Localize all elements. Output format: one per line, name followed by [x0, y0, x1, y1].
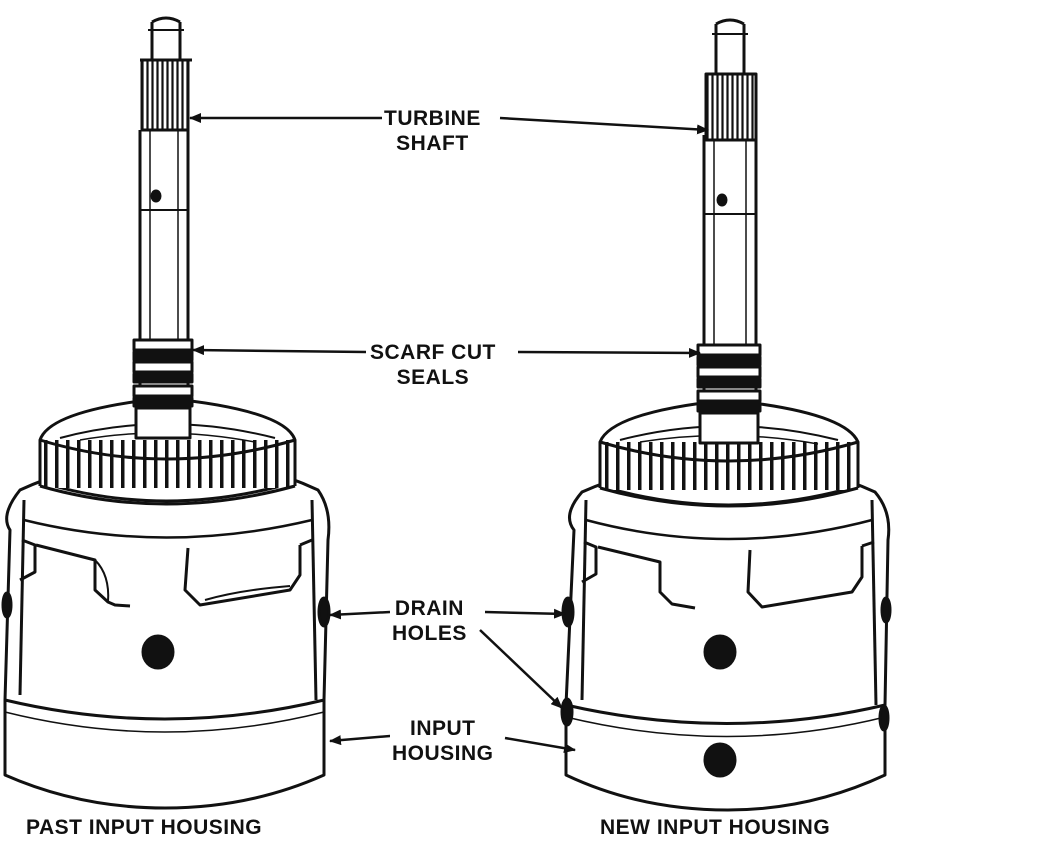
drain-holes-label-line2: HOLES	[392, 622, 467, 645]
input-housing-label-line1: INPUT	[410, 717, 476, 740]
new-housing-caption: NEW INPUT HOUSING	[600, 816, 831, 839]
input-housing-label: INPUT HOUSING	[390, 716, 496, 766]
new-input-housing-drawing	[560, 18, 892, 812]
past-housing-caption: PAST INPUT HOUSING	[26, 816, 263, 839]
input-housing-label-line2: HOUSING	[392, 742, 494, 765]
leader-lines	[189, 113, 709, 754]
past-input-housing-drawing	[1, 16, 331, 810]
turbine-shaft-label-line1: TURBINE	[384, 107, 481, 130]
scarf-cut-seals-label-line2: SEALS	[396, 366, 470, 389]
turbine-shaft-label: TURBINE SHAFT	[382, 106, 483, 156]
scarf-cut-seals-label-line1: SCARF CUT	[370, 341, 496, 364]
turbine-shaft-label-line2: SHAFT	[396, 132, 469, 155]
scarf-cut-seals-label: SCARF CUT SEALS	[368, 340, 498, 390]
drain-holes-label-line1: DRAIN	[394, 597, 464, 620]
drain-holes-label: DRAIN HOLES	[390, 596, 469, 646]
